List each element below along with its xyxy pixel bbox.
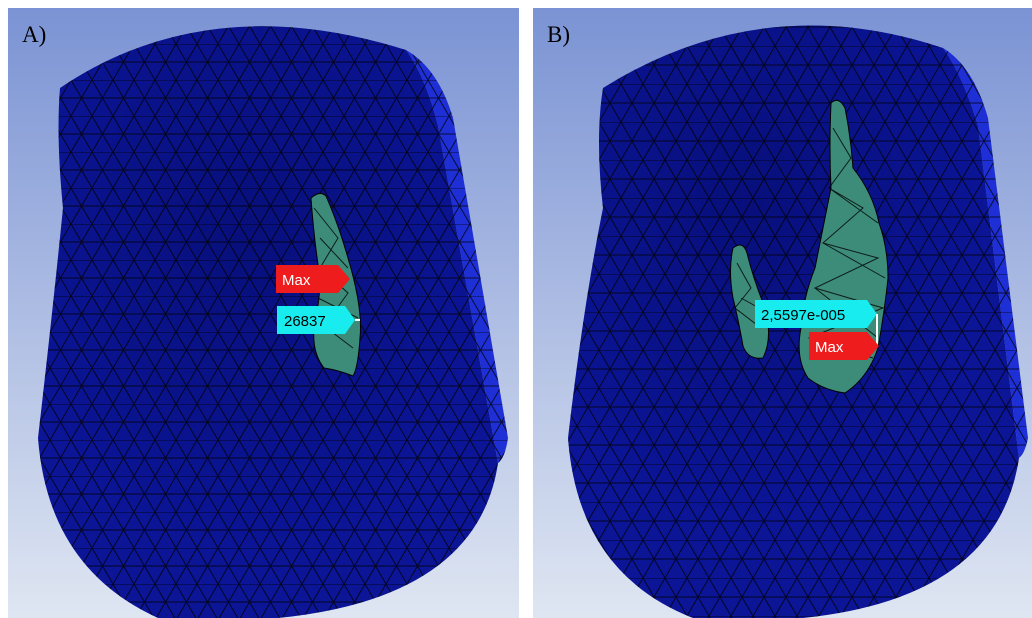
max-marker: Max	[276, 265, 350, 293]
mesh-view-b: 2,5597e-005 Max	[533, 8, 1032, 618]
value-probe: 26837	[277, 306, 360, 334]
panel-label-a: A)	[22, 22, 47, 47]
max-label: Max	[282, 272, 311, 289]
value-probe: 2,5597e-005	[755, 300, 878, 346]
panel-label-b: B)	[547, 22, 570, 47]
max-label: Max	[815, 339, 844, 356]
mesh-view-a: Max 26837	[8, 8, 519, 618]
value-label: 26837	[284, 313, 326, 330]
stress-hotspot-secondary	[730, 244, 769, 359]
result-panel-a: Max 26837 A)	[8, 8, 519, 618]
result-panel-b: 2,5597e-005 Max B)	[533, 8, 1032, 618]
mesh-grid	[38, 26, 498, 618]
value-label: 2,5597e-005	[761, 307, 845, 324]
max-marker: Max	[809, 332, 879, 360]
